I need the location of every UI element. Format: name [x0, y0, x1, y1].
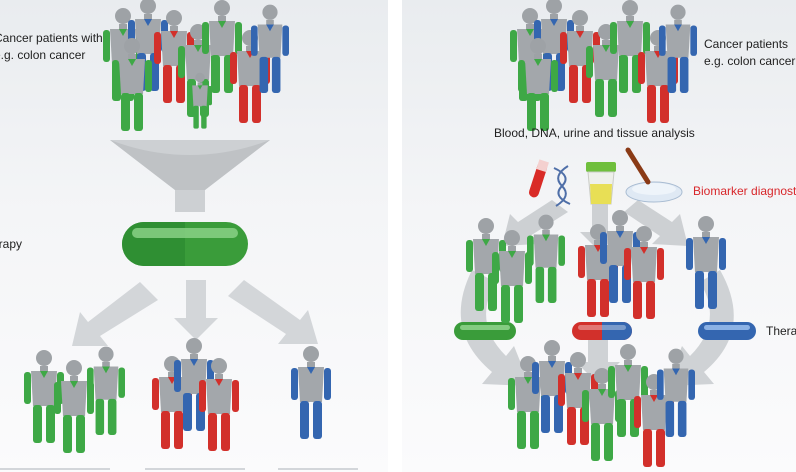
- petri-dish-dropper: [625, 147, 683, 203]
- left-diagram-graphics: [24, 0, 331, 453]
- green-capsule: [122, 222, 248, 266]
- red-patient-figure: [199, 358, 239, 451]
- green-patient-figure: [518, 38, 558, 131]
- blood-test-tube: [528, 159, 549, 198]
- blue-patient-figure: [659, 4, 697, 93]
- green-capsule: [454, 322, 516, 340]
- panel-gap: [388, 0, 402, 472]
- branch-arrow-right: [624, 200, 688, 246]
- right-therapy-label: Therapy: [766, 324, 796, 338]
- bottom-divider: [0, 468, 110, 470]
- biomarker-diagnostics-label: Biomarker diagnostics: [693, 184, 796, 198]
- red-blue-capsule: [572, 322, 632, 340]
- split-arrow-right: [228, 280, 318, 344]
- bottom-divider: [278, 468, 358, 470]
- dna-helix: [553, 165, 571, 207]
- blue-patient-figure: [686, 216, 726, 309]
- green-patient-figure: [202, 0, 242, 93]
- blue-patient-figure: [657, 348, 695, 437]
- blue-capsule: [698, 322, 756, 340]
- blue-patient-figure: [291, 346, 331, 439]
- green-patient-figure: [582, 368, 622, 461]
- green-patient-figure: [188, 72, 212, 129]
- right-diagram-graphics: [454, 0, 756, 467]
- right-panel-personalized-therapy: Cancer patients e.g. colon cancer Blood,…: [402, 0, 796, 472]
- right-caption-line2: e.g. colon cancer: [704, 54, 796, 68]
- urine-sample-cup: [586, 162, 616, 205]
- left-caption-line2: e.g. colon cancer: [0, 48, 86, 62]
- green-patient-figure: [610, 0, 650, 93]
- bottom-divider: [145, 468, 245, 470]
- left-panel-standard-therapy: Cancer patients with e.g. colon cancer T…: [0, 0, 388, 472]
- analysis-label: Blood, DNA, urine and tissue analysis: [494, 126, 695, 140]
- left-caption-line1: Cancer patients with: [0, 31, 103, 45]
- split-arrow-left: [72, 282, 158, 346]
- left-therapy-label: Therapy: [0, 237, 23, 251]
- split-arrow-middle: [174, 280, 218, 340]
- green-patient-figure: [608, 344, 648, 437]
- green-patient-figure: [112, 38, 152, 131]
- green-patient-figure: [492, 230, 532, 323]
- blue-patient-figure: [251, 4, 289, 93]
- red-patient-figure: [638, 30, 678, 123]
- green-patient-figure: [87, 346, 125, 435]
- red-patient-figure: [624, 226, 664, 319]
- green-patient-figure: [527, 214, 565, 303]
- right-caption-line1: Cancer patients: [704, 37, 789, 51]
